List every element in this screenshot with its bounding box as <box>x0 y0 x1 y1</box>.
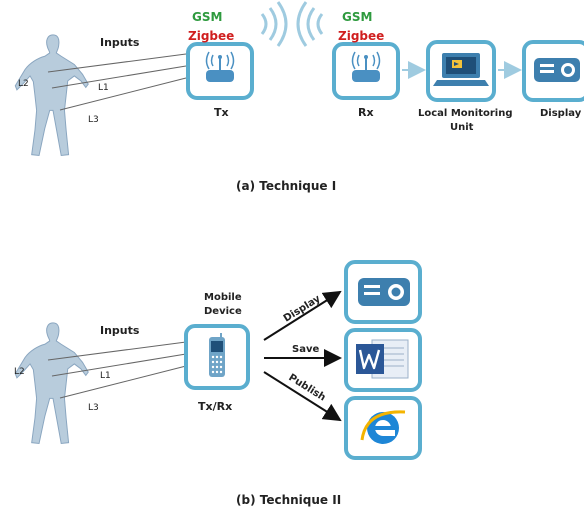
rx-device <box>332 42 400 100</box>
local-unit-label-line2: Unit <box>450 122 474 133</box>
display-arrow <box>263 290 342 341</box>
rx-label: Rx <box>358 106 374 119</box>
laptop-icon <box>433 53 489 86</box>
router-icon <box>205 51 235 82</box>
technique-2: Inputs L2 L1 L3 Mobile Device Tx/Rx Disp… <box>14 260 422 507</box>
display-arrow-label: Display <box>282 293 323 324</box>
display-output <box>344 260 422 324</box>
router-icon <box>351 51 381 82</box>
projector-icon <box>534 58 580 82</box>
internet-explorer-icon <box>360 410 406 444</box>
wireless-signal-icon <box>260 1 324 47</box>
human-figure-icon <box>14 34 187 156</box>
save-arrow-label: Save <box>292 344 319 355</box>
tx-label: Tx <box>214 106 229 119</box>
technique-1-caption: (a) Technique I <box>236 179 336 193</box>
phone-icon <box>209 333 225 377</box>
publish-arrow <box>263 371 342 422</box>
lead-l3-label: L3 <box>88 115 99 125</box>
mobile-txrx-label: Tx/Rx <box>198 400 232 413</box>
projector-icon <box>358 278 410 306</box>
lead-l1-label: L1 <box>100 371 111 381</box>
display-label: Display <box>540 108 582 119</box>
lead-l3-label: L3 <box>88 403 99 413</box>
local-unit-label-line1: Local Monitoring <box>418 108 512 119</box>
tx-gsm-label: GSM <box>192 10 222 24</box>
inputs-label: Inputs <box>100 36 140 49</box>
technique-1: Inputs L2 L1 L3 GSM Zigbee Tx <box>14 1 584 193</box>
local-monitoring-unit <box>426 40 496 102</box>
mobile-device <box>184 324 250 390</box>
save-output <box>344 328 422 392</box>
display-device <box>522 40 584 102</box>
lead-l1-label: L1 <box>98 83 109 93</box>
word-document-icon <box>356 339 409 379</box>
technique-2-caption: (b) Technique II <box>236 493 341 507</box>
mobile-label-line2: Device <box>204 306 242 317</box>
lead-l2-label: L2 <box>18 79 29 89</box>
tx-device <box>186 42 254 100</box>
tx-zigbee-label: Zigbee <box>188 29 234 43</box>
lead-l2-label: L2 <box>14 367 25 377</box>
publish-output <box>344 396 422 460</box>
inputs-label: Inputs <box>100 324 140 337</box>
human-figure-icon <box>14 322 187 444</box>
mobile-label-line1: Mobile <box>204 292 242 303</box>
rx-zigbee-label: Zigbee <box>338 29 384 43</box>
rx-gsm-label: GSM <box>342 10 372 24</box>
